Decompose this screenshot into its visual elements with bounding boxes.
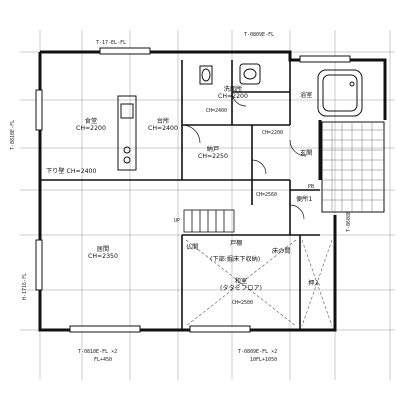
room-tatami-note: (タタミフロア) — [220, 285, 262, 292]
annotation-bottom-right-fl: 10FL+1050 — [250, 357, 278, 363]
room-tokonoma-name: 床の間 — [272, 248, 291, 255]
room-kitchen-name: 台所 — [156, 118, 170, 125]
soffit-ch: CH=2400 — [66, 168, 97, 175]
staircase — [183, 209, 235, 233]
annotation-left-side-fixture-2: H-1716-FL — [22, 272, 28, 300]
annotation-bottom-right-fixture: T-0809E-FL ×2 — [238, 349, 278, 355]
windows — [35, 47, 351, 333]
annotation-up-label: UP — [174, 218, 181, 224]
room-entrance-name: 玄関 — [300, 150, 313, 157]
annotation-ch-2400: CH=2400 — [206, 108, 228, 114]
room-tatami-name: 和室 — [234, 278, 248, 285]
room-butsuma: 仏間 — [186, 244, 198, 251]
room-toilet: 便所1 — [296, 196, 312, 203]
room-oshiire-name: 押入 — [308, 280, 321, 287]
room-pantry-name: 納戸 — [206, 146, 220, 153]
door-swings — [181, 91, 307, 220]
annotation-top-right-fixture: T-0809E-FL — [244, 32, 275, 38]
room-dining: 食堂 CH=2200 — [76, 118, 106, 132]
annotation-top-left-fixture: T-17-EL-FL — [96, 40, 127, 46]
room-butsuma-name: 仏間 — [186, 244, 199, 251]
annotation-right-side-fixture: T-0608E — [346, 210, 352, 232]
room-bath: 浴室 — [300, 92, 312, 99]
bathtub — [317, 69, 363, 117]
room-pantry: 納戸 CH=2250 — [198, 146, 228, 160]
kitchen-counter — [117, 95, 137, 171]
room-washroom-ch: CH=2200 — [218, 93, 248, 100]
room-washroom: 洗面所 CH=2200 — [218, 86, 248, 100]
room-living-ch: CH=2350 — [88, 253, 118, 260]
room-tokonoma: 床の間 — [272, 248, 291, 255]
annotation-left-side-fixture: T-0810E-FL — [10, 119, 16, 150]
room-tatami: 和室 (タタミフロア) — [220, 278, 262, 292]
floor-note-label: (下部:掘床下収納) — [210, 256, 260, 263]
annotation-ch-2500: CH=2500 — [232, 300, 254, 306]
room-kitchen: 台所 CH=2400 — [148, 118, 178, 132]
rear-name: 戸棚 — [230, 240, 243, 247]
annotation-bottom-left-fixture: T-0810E-FL ×2 — [78, 349, 118, 355]
annotation-pb-label: PB — [308, 184, 315, 190]
room-living: 居間 CH=2350 — [88, 246, 118, 260]
room-oshiire: 押入 — [308, 280, 320, 287]
room-kitchen-ch: CH=2400 — [148, 125, 178, 132]
room-pantry-ch: CH=2250 — [198, 153, 228, 160]
annotation-ch-2200: CH=2200 — [262, 130, 284, 136]
tatami-room-lines — [185, 239, 333, 327]
soffit-name: 下り壁 — [46, 168, 65, 175]
exterior-walls — [38, 50, 387, 332]
interior-walls — [40, 60, 320, 330]
room-bath-name: 浴室 — [300, 92, 313, 99]
room-dining-ch: CH=2200 — [76, 125, 106, 132]
entrance-hatch — [321, 121, 385, 213]
washroom-fixtures — [199, 63, 261, 85]
room-washroom-name: 洗面所 — [223, 86, 243, 93]
soffit-label: 下り壁 CH=2400 — [46, 168, 96, 175]
room-toilet-name: 便所1 — [296, 196, 313, 203]
annotation-bottom-left-fl: FL+450 — [94, 357, 113, 363]
room-living-name: 居間 — [96, 246, 110, 253]
rear-label: 戸棚 — [230, 240, 242, 247]
annotation-ch-2560: CH=2560 — [256, 192, 278, 198]
room-dining-name: 食堂 — [84, 118, 98, 125]
room-entrance: 玄関 — [300, 150, 312, 157]
floor-note: (下部:掘床下収納) — [210, 256, 261, 263]
